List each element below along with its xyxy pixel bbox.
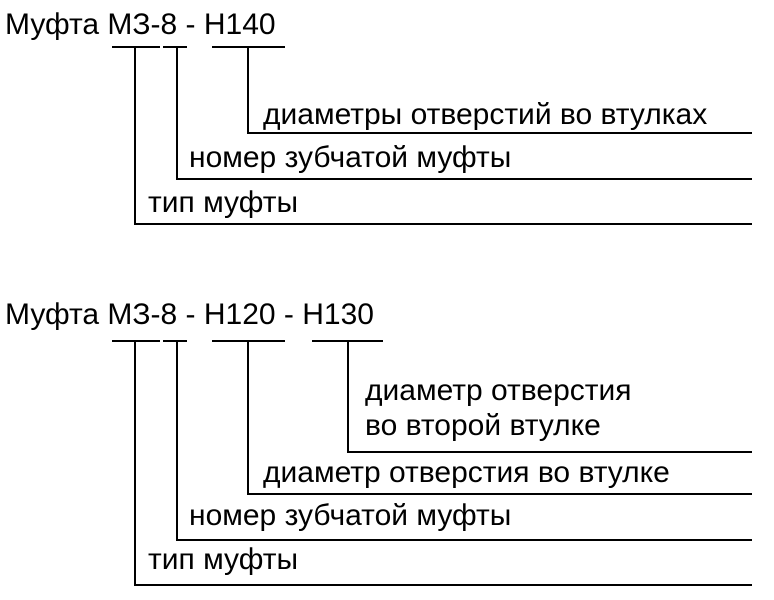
diagram1-vline-coupling-type [134, 46, 136, 225]
diagram2-label-second-bushing-hole-line2: во второй втулке [365, 409, 601, 442]
diagram2-vline-coupling-type [134, 340, 136, 586]
diagram2-label-second-bushing-hole: диаметр отверстия во второй втулке [365, 373, 632, 443]
diagram2-tick-coupling-number [163, 340, 187, 342]
diagram2-vline-second-bushing-hole [347, 340, 349, 453]
diagram1-hline-hole-diameters [247, 132, 752, 134]
diagram1-title: Муфта МЗ-8 - Н140 [5, 8, 276, 41]
diagram2-vline-bushing-hole [247, 340, 249, 495]
diagram2-hline-coupling-number [176, 539, 752, 541]
diagram1-hline-coupling-number [176, 178, 752, 180]
diagram2-vline-coupling-number [176, 340, 178, 541]
diagram1-vline-hole-diameters [247, 46, 249, 134]
diagram1-vline-coupling-number [176, 46, 178, 180]
diagram2-label-coupling-type: тип муфты [148, 543, 299, 576]
diagram2-tick-coupling-type [112, 340, 160, 342]
diagram1-label-hole-diameters: диаметры отверстий во втулках [263, 98, 708, 131]
diagram2-label-coupling-number: номер зубчатой муфты [189, 499, 512, 532]
diagram1-hline-coupling-type [134, 223, 752, 225]
diagram2-hline-coupling-type [134, 584, 752, 586]
diagram1-tick-coupling-number [163, 46, 187, 48]
diagram2-label-bushing-hole: диаметр отверстия во втулке [263, 456, 670, 489]
diagram2-hline-bushing-hole [247, 493, 752, 495]
diagram2-hline-second-bushing-hole [347, 451, 752, 453]
diagram1-tick-coupling-type [112, 46, 160, 48]
diagram2-title: Муфта МЗ-8 - Н120 - Н130 [5, 298, 374, 331]
diagram2-label-second-bushing-hole-line1: диаметр отверстия [365, 374, 632, 407]
diagram1-label-coupling-number: номер зубчатой муфты [189, 141, 512, 174]
diagram1-label-coupling-type: тип муфты [148, 186, 299, 219]
